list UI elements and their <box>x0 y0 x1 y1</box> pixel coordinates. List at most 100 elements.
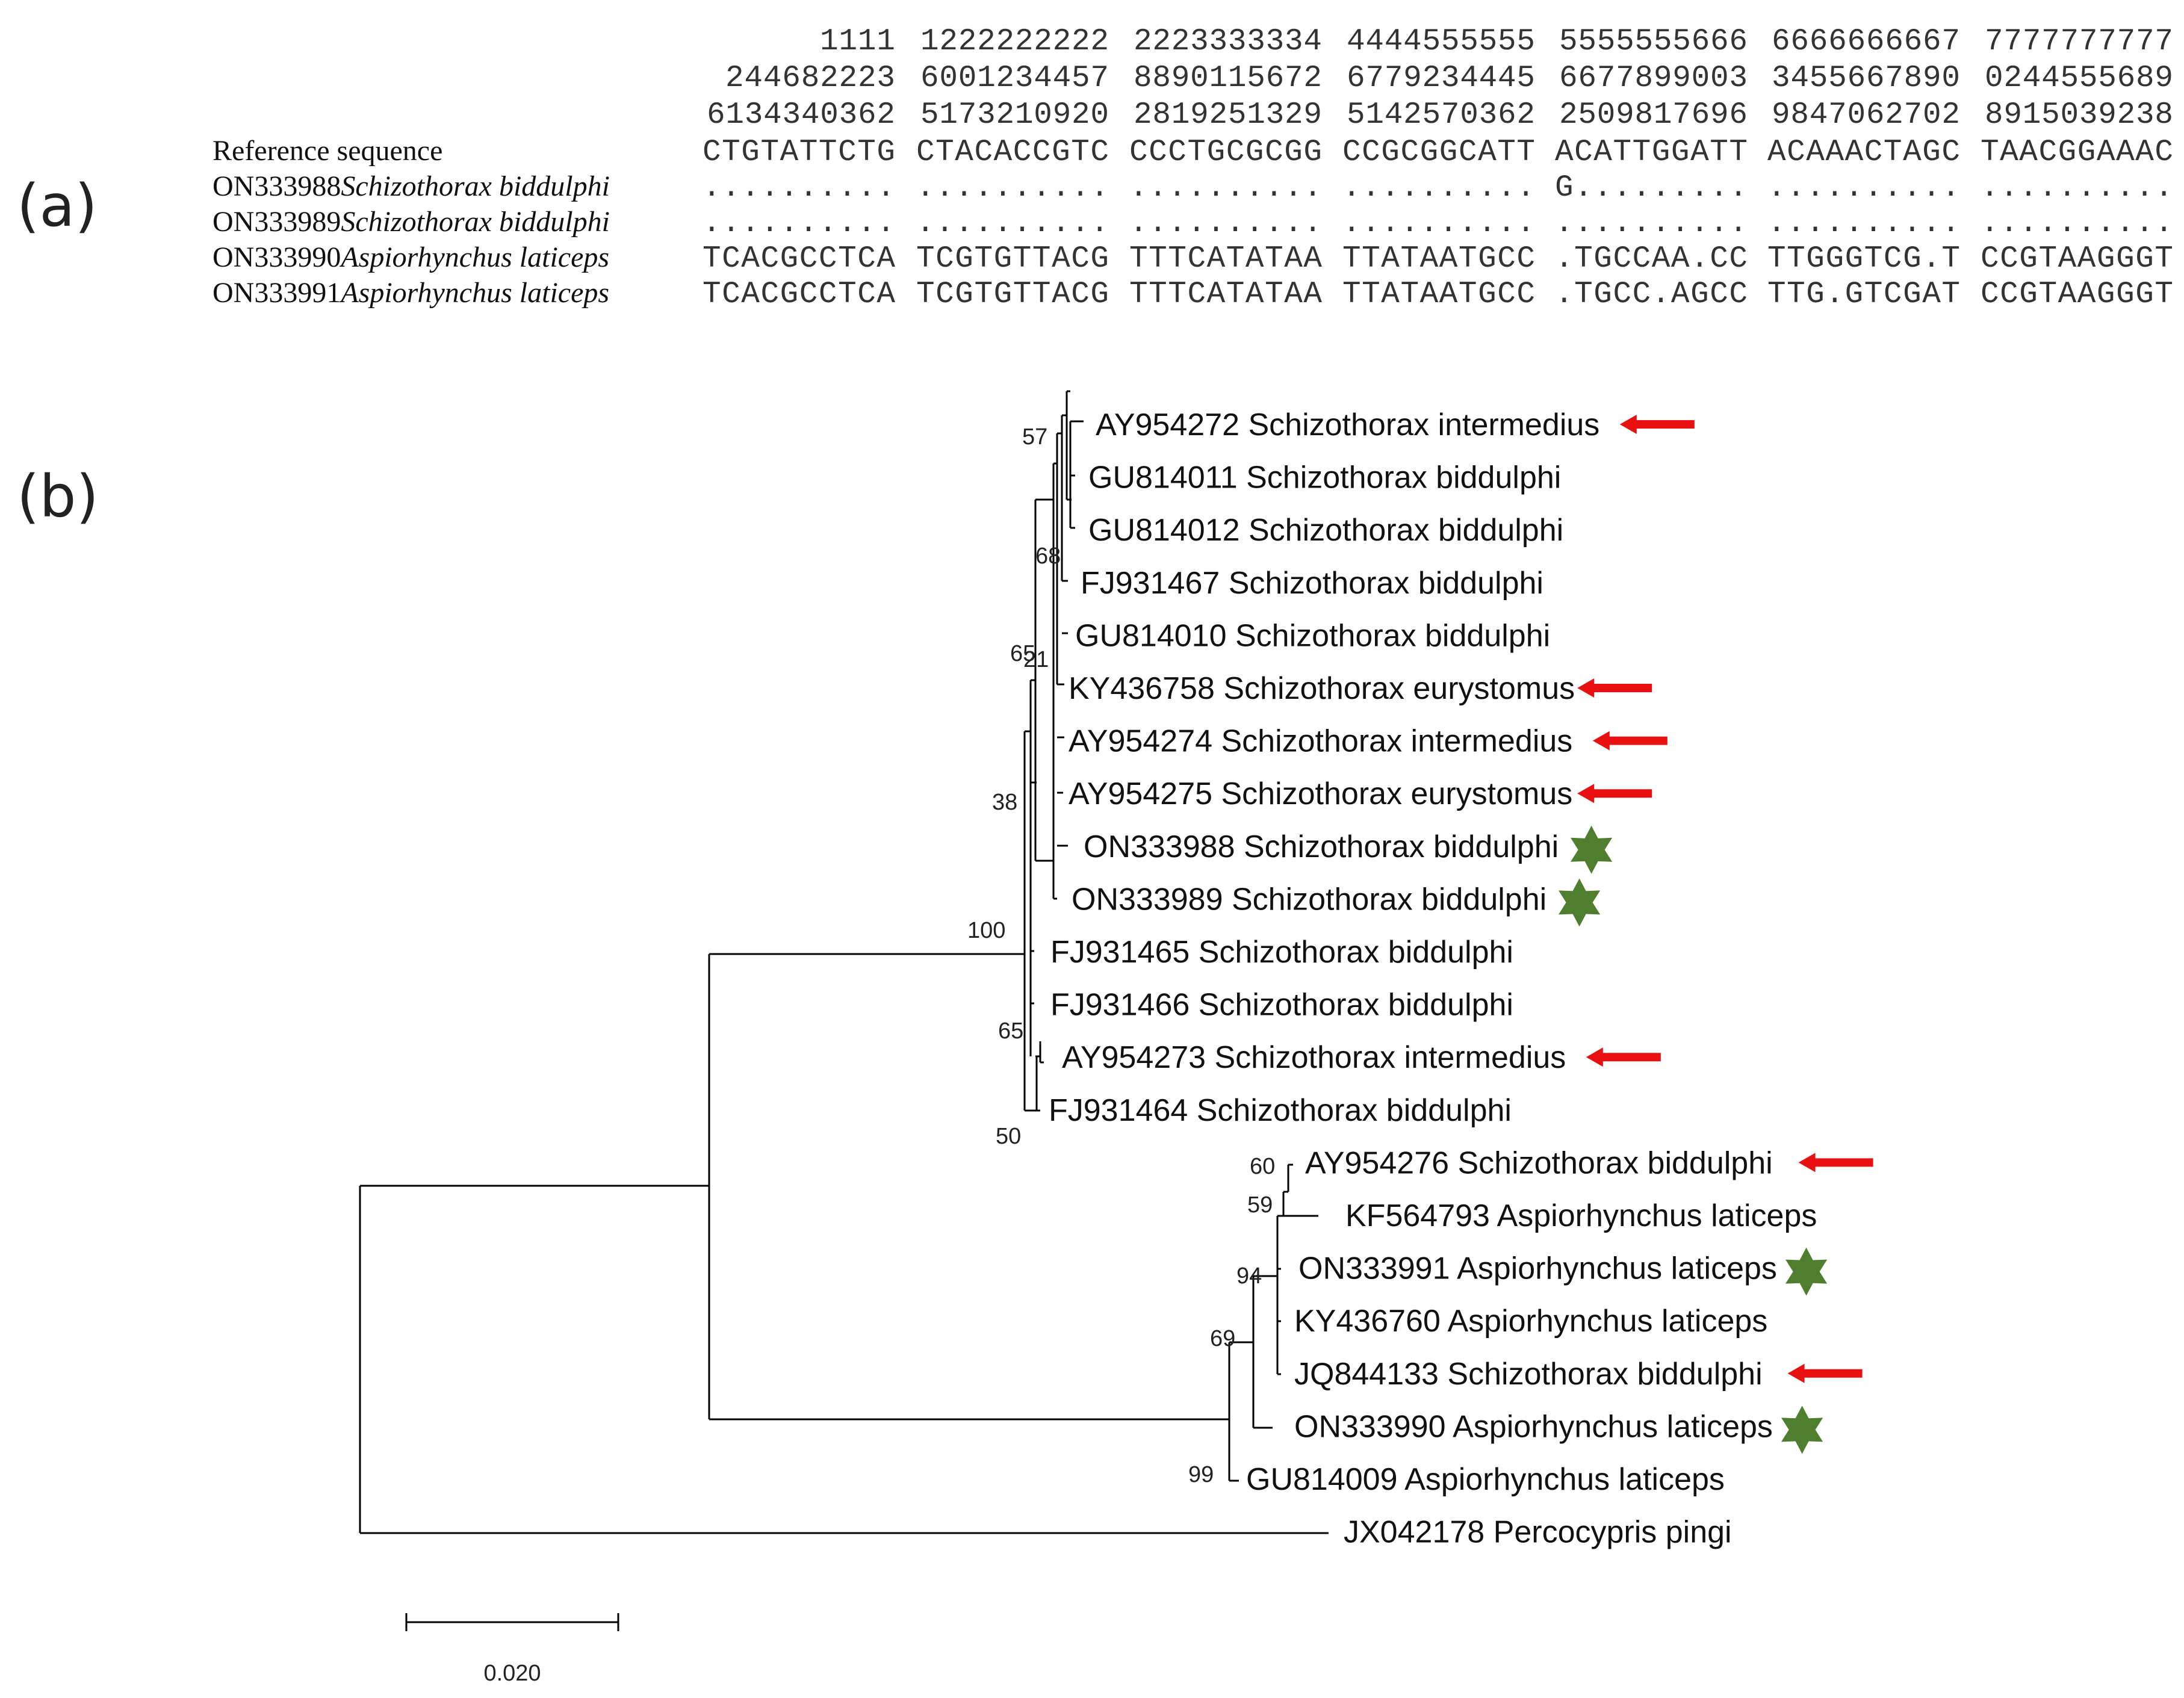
bootstrap-value: 65 <box>1010 641 1035 666</box>
bootstrap-values: 57 68 65 21 38 100 65 50 60 59 94 69 99 <box>967 424 1275 1487</box>
sequence-block: ACATTGGATT <box>1555 135 1748 170</box>
species-name: Aspiorhynchus laticeps <box>339 241 609 273</box>
position-number-block: 0244555689 <box>1985 61 2173 96</box>
position-number-block: 6134340362 <box>707 98 895 132</box>
accession-number: ON333991 <box>213 277 341 309</box>
green-star-icon <box>1781 1405 1823 1454</box>
position-number-block: 1222222222 <box>920 25 1109 59</box>
sequence-label: ON333989Schizothorax biddulphi <box>213 206 610 238</box>
bootstrap-value: 57 <box>1022 424 1047 450</box>
red-arrow-icon <box>1592 731 1667 751</box>
green-star-icon <box>1571 825 1613 874</box>
position-number-block: 2819251329 <box>1134 98 1322 132</box>
sequence-block: .......... <box>916 206 1109 241</box>
sequence-block: TTG.GTCGAT <box>1767 277 1960 312</box>
scale-bar: 0.020 <box>405 1613 619 1686</box>
red-arrow-icon <box>1787 1363 1863 1383</box>
position-number-block: 7777777777 <box>1985 25 2173 59</box>
sequence-block: .......... <box>1129 171 1322 205</box>
red-arrow-icon <box>1577 784 1652 804</box>
sequence-block: TTATAATGCC <box>1342 277 1535 312</box>
taxon-markers <box>1559 415 1873 1454</box>
sequence-label: ON333991Aspiorhynchus laticeps <box>213 277 609 309</box>
sequence-block: CCGCGGCATT <box>1342 135 1535 170</box>
sequence-block: .......... <box>1767 206 1960 241</box>
green-star-icon <box>1785 1247 1828 1296</box>
position-number-block: 5173210920 <box>920 98 1109 132</box>
taxon-label: JQ844133 Schizothorax biddulphi <box>1294 1357 1763 1392</box>
sequence-block: .......... <box>1342 171 1535 205</box>
red-arrow-icon <box>1586 1047 1661 1067</box>
taxon-label: FJ931464 Schizothorax biddulphi <box>1049 1093 1512 1128</box>
sequence-block: TCGTGTTACG <box>916 277 1109 312</box>
taxon-label: ON333989 Schizothorax biddulphi <box>1072 882 1546 917</box>
taxon-label: JX042178 Percocypris pingi <box>1344 1515 1732 1550</box>
sequence-block: .......... <box>1129 206 1322 241</box>
sequence-block: CTGTATTCTG <box>703 135 895 170</box>
sequence-block: G......... <box>1555 171 1748 205</box>
sequence-block: .......... <box>1981 171 2173 205</box>
bootstrap-value: 65 <box>998 1018 1023 1044</box>
species-name: Schizothorax biddulphi <box>341 170 610 202</box>
bootstrap-value: 68 <box>1035 544 1061 569</box>
accession-number: ON333990 <box>213 241 341 273</box>
sequence-label: ON333988Schizothorax biddulphi <box>213 170 610 202</box>
bootstrap-value: 50 <box>996 1124 1021 1149</box>
taxon-label: GU814011 Schizothorax biddulphi <box>1088 460 1561 495</box>
taxon-label: FJ931465 Schizothorax biddulphi <box>1050 935 1513 970</box>
red-arrow-icon <box>1619 415 1695 434</box>
taxon-label: AY954276 Schizothorax biddulphi <box>1305 1145 1773 1180</box>
accession-number: ON333989 <box>213 206 341 238</box>
taxon-label: KY436760 Aspiorhynchus laticeps <box>1294 1304 1767 1339</box>
bootstrap-value: 38 <box>992 790 1017 815</box>
phylogenetic-tree-branches <box>359 390 1329 1534</box>
bootstrap-value: 60 <box>1250 1154 1275 1179</box>
green-star-icon <box>1559 878 1601 927</box>
position-number-block: 9847062702 <box>1772 98 1960 132</box>
bootstrap-value: 69 <box>1210 1326 1235 1351</box>
accession-number: ON333988 <box>213 170 341 202</box>
taxon-label: KY436758 Schizothorax eurystomus <box>1069 671 1575 706</box>
taxon-label: AY954274 Schizothorax intermedius <box>1069 724 1572 759</box>
sequence-block: TTTCATATAA <box>1129 277 1322 312</box>
taxon-labels: AY954272 Schizothorax intermediusGU81401… <box>1049 407 1817 1550</box>
sequence-block: .......... <box>1342 206 1535 241</box>
red-arrow-icon <box>1798 1153 1873 1173</box>
sequence-block: CTACACCGTC <box>916 135 1109 170</box>
position-number-block: 244682223 <box>725 61 895 96</box>
panel-a-label: (a) <box>17 172 98 240</box>
taxon-label: FJ931467 Schizothorax biddulphi <box>1081 566 1543 601</box>
bootstrap-value: 21 <box>1023 647 1049 672</box>
sequence-block: .......... <box>1555 206 1748 241</box>
species-name: Aspiorhynchus laticeps <box>339 277 609 309</box>
sequence-block: .TGCCAA.CC <box>1555 242 1748 276</box>
panel-b-label: (b) <box>17 463 99 530</box>
taxon-label: AY954275 Schizothorax eurystomus <box>1069 776 1572 811</box>
taxon-label: ON333990 Aspiorhynchus laticeps <box>1294 1409 1773 1444</box>
taxon-label: ON333988 Schizothorax biddulphi <box>1084 829 1559 864</box>
taxon-label: AY954272 Schizothorax intermedius <box>1096 407 1599 442</box>
scale-bar-label: 0.020 <box>483 1661 541 1686</box>
sequence-block: TTATAATGCC <box>1342 242 1535 276</box>
position-number-block: 2509817696 <box>1559 98 1748 132</box>
sequence-block: .TGCC.AGCC <box>1555 277 1748 312</box>
bootstrap-value: 59 <box>1247 1192 1273 1218</box>
sequence-block: CCGTAAGGGT <box>1981 277 2173 312</box>
position-number-block: 6001234457 <box>920 61 1109 96</box>
position-number-block: 1111 <box>820 25 895 59</box>
position-number-block: 8890115672 <box>1134 61 1322 96</box>
sequence-block: CCCTGCGCGG <box>1129 135 1322 170</box>
taxon-label: GU814010 Schizothorax biddulphi <box>1075 618 1550 653</box>
position-number-block: 5142570362 <box>1347 98 1535 132</box>
sequence-block: .......... <box>916 171 1109 205</box>
bootstrap-value: 99 <box>1188 1462 1214 1487</box>
position-number-block: 8915039238 <box>1985 98 2173 132</box>
taxon-label: AY954273 Schizothorax intermedius <box>1062 1040 1566 1075</box>
sequence-block: TCGTGTTACG <box>916 242 1109 276</box>
position-number-block: 2223333334 <box>1134 25 1322 59</box>
position-number-block: 4444555555 <box>1347 25 1535 59</box>
sequence-block: CCGTAAGGGT <box>1981 242 2173 276</box>
red-arrow-icon <box>1577 678 1652 698</box>
